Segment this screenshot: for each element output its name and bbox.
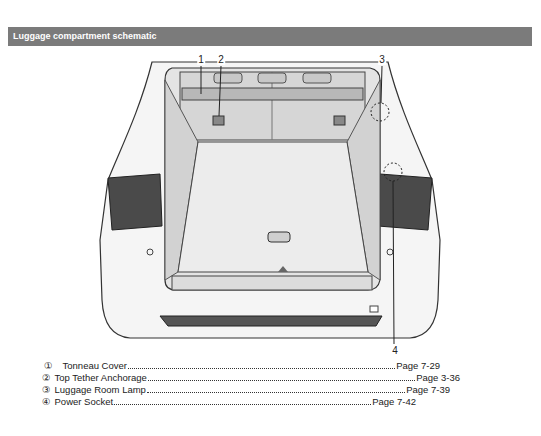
- item-name: Top Tether Anchorage: [55, 372, 147, 384]
- reference-row: ④ Power Socket Page 7-42: [42, 396, 416, 408]
- tonneau-cover: [182, 88, 363, 100]
- item-name: Power Socket: [55, 396, 114, 408]
- emblem: [278, 266, 288, 272]
- callout-number: 3: [378, 54, 386, 65]
- trunk-opening: [165, 68, 380, 290]
- dot-leader: [147, 391, 405, 393]
- reference-row: ③ Luggage Room Lamp Page 7-39: [42, 384, 450, 396]
- leader-line: [201, 66, 202, 94]
- item-marker: ①: [44, 360, 53, 372]
- callout-number: 1: [197, 54, 205, 65]
- lamp-marker: [371, 103, 389, 121]
- page-reference: Page 3-36: [416, 372, 460, 384]
- seat-back: [180, 72, 365, 140]
- item-marker: ③: [42, 384, 51, 396]
- header-band: [8, 27, 532, 46]
- page-reference: Page 7-39: [406, 384, 450, 396]
- dot-leader: [128, 367, 395, 369]
- sensor: [387, 249, 393, 255]
- leader-line: [381, 66, 382, 103]
- leader-line: [219, 66, 221, 116]
- headrest: [303, 73, 331, 83]
- lower-bumper: [160, 316, 382, 326]
- sensor: [147, 249, 153, 255]
- item-name: Luggage Room Lamp: [55, 384, 146, 396]
- page-reference: Page 7-42: [372, 396, 416, 408]
- dot-leader: [114, 403, 371, 405]
- socket-marker: [384, 163, 402, 181]
- tether-anchor: [213, 116, 224, 125]
- leader-line: [393, 181, 394, 344]
- item-marker: ②: [42, 372, 51, 384]
- page-reference: Page 7-29: [396, 360, 440, 372]
- header-title: Luggage compartment schematic: [13, 30, 157, 42]
- reference-row: ② Top Tether Anchorage Page 3-36: [42, 372, 460, 384]
- callout-number: 4: [391, 345, 399, 356]
- tow-cover: [370, 306, 378, 312]
- floor-handle: [268, 232, 290, 242]
- callout-number: 2: [217, 54, 225, 65]
- tether-anchor: [334, 116, 345, 125]
- item-marker: ④: [42, 396, 51, 408]
- car-body: [100, 62, 440, 338]
- reference-row: ① Tonneau Cover Page 7-29: [44, 360, 440, 372]
- headrest: [258, 73, 286, 83]
- item-name: Tonneau Cover: [63, 360, 127, 372]
- dot-leader: [148, 379, 415, 381]
- sill: [172, 276, 372, 290]
- cargo-floor: [178, 142, 368, 272]
- tail-light: [108, 174, 162, 230]
- tail-light: [378, 174, 432, 230]
- headrest: [214, 73, 242, 83]
